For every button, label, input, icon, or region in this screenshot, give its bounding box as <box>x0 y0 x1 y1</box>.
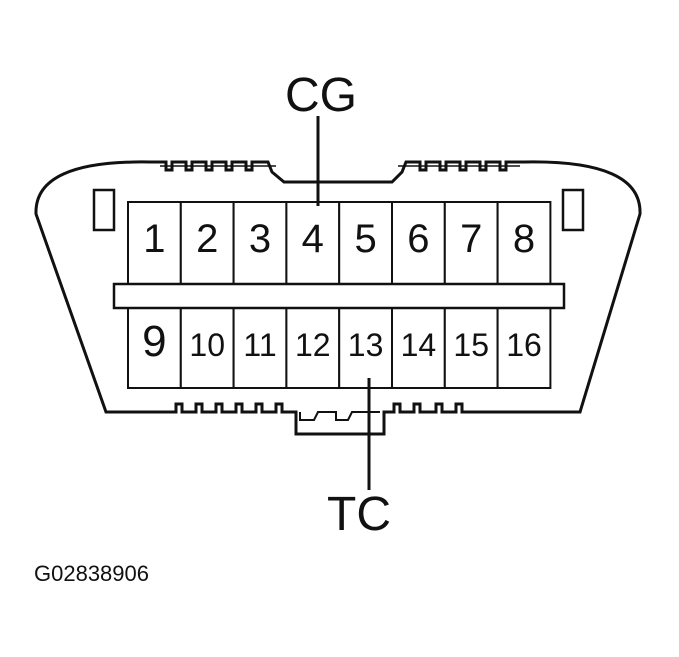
tc-callout-label: TC <box>327 488 391 541</box>
pin-number-label: 13 <box>348 327 384 363</box>
pin-cell <box>496 201 552 285</box>
center-divider-bar <box>112 282 566 310</box>
left-locating-tab <box>92 188 116 232</box>
pin-cell <box>179 201 235 285</box>
pin-cell <box>496 307 552 389</box>
pin-number-label: 2 <box>196 217 218 261</box>
pin-number-label: 7 <box>460 217 482 261</box>
pin-number-label: 10 <box>189 327 225 363</box>
cg-callout-label: CG <box>285 69 357 122</box>
pin-number-label: 14 <box>401 327 437 363</box>
pin-cell <box>285 307 341 389</box>
pin-number-label: 5 <box>354 217 376 261</box>
pin-cell <box>232 307 288 389</box>
pin-number-label: 16 <box>506 327 542 363</box>
right-locating-tab <box>561 188 585 232</box>
pin-number-label: 1 <box>143 217 165 261</box>
pin-number-label: 6 <box>407 217 429 261</box>
connector-body-outline <box>34 160 642 436</box>
connector-bottom-key <box>299 411 380 421</box>
pin-number-label: 11 <box>243 327 276 363</box>
pin-number-label: 15 <box>453 327 489 363</box>
pin-number-label: 9 <box>142 317 166 366</box>
bottom-pin-row: 9 10 11 12 13 14 15 16 <box>127 307 552 389</box>
pin-number-label: 4 <box>302 217 324 261</box>
pin-number-label: 8 <box>513 217 535 261</box>
pin-cell <box>443 307 499 389</box>
pin-number-label: 3 <box>249 217 271 261</box>
figure-id-caption: G02838906 <box>34 561 149 586</box>
pin-number-label: 12 <box>295 327 331 363</box>
pin-cell <box>179 307 235 389</box>
